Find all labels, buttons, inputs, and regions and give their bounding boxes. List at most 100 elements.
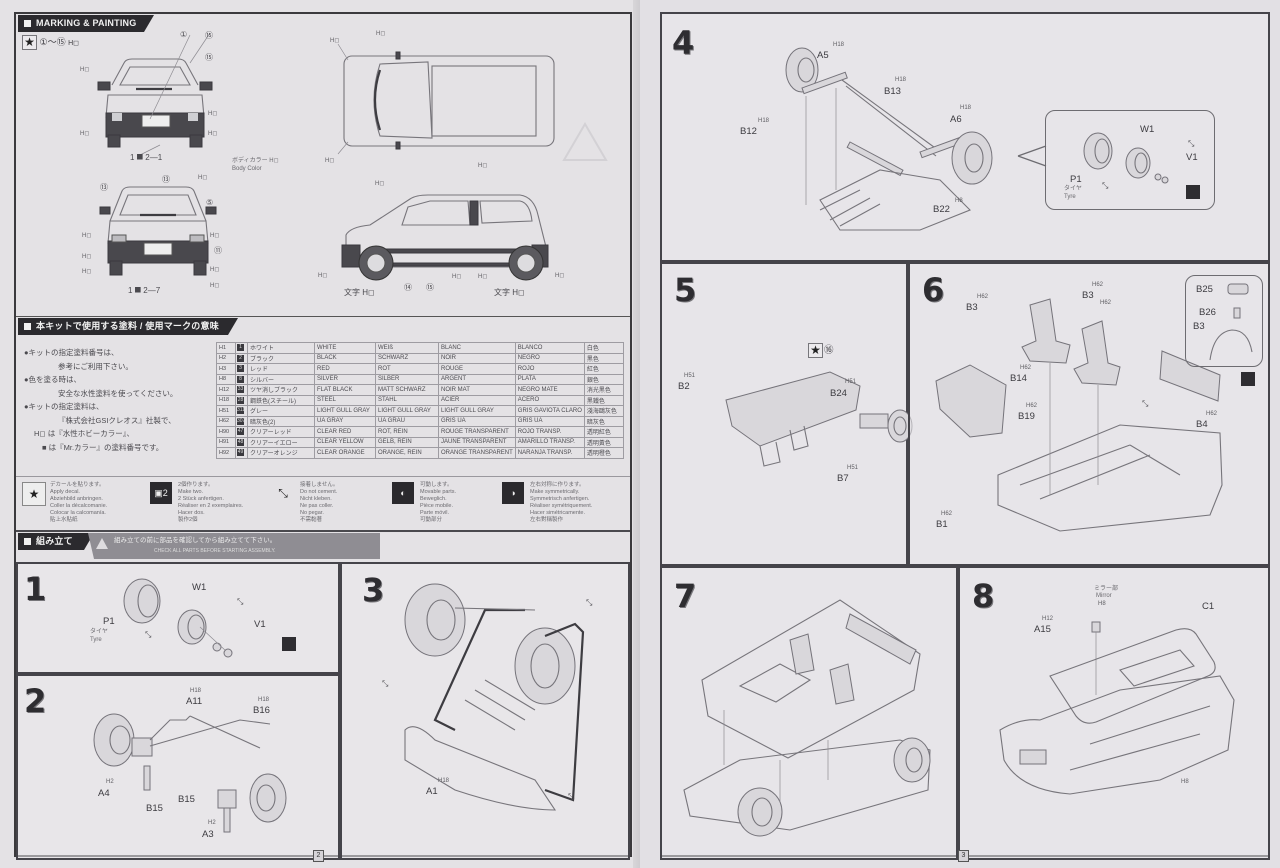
paint-es-cell: NEGRO <box>514 352 585 364</box>
letter-decal-label: 文字 H◻ <box>494 288 525 297</box>
paint-es-cell: GRIS GAVIOTA CLARO <box>514 405 585 417</box>
hub <box>109 725 131 755</box>
legend-text-line: 2 Stück anfertigen. <box>178 496 224 502</box>
part-label: B15 <box>178 794 195 805</box>
paint-tag: H62 <box>941 511 953 517</box>
license-plate <box>143 242 173 256</box>
left-taillight <box>111 234 127 243</box>
paint-zh-cell: 黑鐵色 <box>583 394 624 406</box>
part-label: B26 <box>1199 307 1216 318</box>
hub <box>964 143 984 173</box>
rear-hub <box>905 747 923 773</box>
paint-code-cell: H3 <box>216 363 236 375</box>
paint-swatch-cell: 3 <box>235 363 248 375</box>
part-label: A6 <box>950 114 962 125</box>
part-label: P1 <box>103 616 115 627</box>
front-hub <box>751 797 773 827</box>
left-right-icon: ◑ <box>502 482 524 504</box>
left-page: MARKING & PAINTING ★ ①〜⑮ H◻ ① ⑮ ⑮ H◻ H◻ … <box>14 12 632 862</box>
paint-jp-cell: レッド <box>247 363 315 375</box>
legend-text-line: 可動部分 <box>420 517 443 523</box>
seat <box>829 663 855 705</box>
paint-tag: H8 <box>1098 601 1106 607</box>
leader-line <box>149 34 191 120</box>
paint-zh-cell: 消光黑色 <box>583 384 624 396</box>
callout-wheel-drawing <box>1083 132 1169 184</box>
paint-de-cell: ROT <box>375 363 439 375</box>
paint-code-cell: H12 <box>216 384 236 396</box>
no-glue-icon: ⤡ <box>1188 139 1195 148</box>
headrest-post <box>1233 307 1241 319</box>
paint-code-cell: H92 <box>216 447 236 459</box>
mr-color-number: 1 <box>237 344 244 352</box>
letter-decal-label: 文字 H◻ <box>344 288 375 297</box>
paint-tag: H12 <box>1042 616 1054 622</box>
left-headlight <box>112 113 122 121</box>
paint-fr-cell: GRIS UA <box>438 415 516 427</box>
note-line: 安全な水性塗料を使ってください。 <box>58 388 178 398</box>
part-label: B3 <box>1193 321 1205 332</box>
paint-fr-cell: ORANGE TRANSPARENT <box>438 447 516 459</box>
paint-swatch-cell: 47 <box>235 426 248 438</box>
make-two-icon <box>1241 372 1255 386</box>
axle-beam-lower <box>845 85 937 157</box>
paint-tag: H◻ <box>208 131 218 137</box>
decal-range: ①〜⑮ <box>39 37 66 47</box>
part-label: A15 <box>1034 624 1051 635</box>
paint-tag: H18 <box>895 77 907 83</box>
paint-jp-cell: ホワイト <box>247 342 315 354</box>
paint-fr-cell: NOIR <box>438 352 516 364</box>
step-6-interior-drawing <box>935 298 1223 532</box>
mr-color-number: 3 <box>237 365 244 373</box>
legend-item: ◑左右対称に作ります。Make symmetrically.Symmetrisc… <box>502 482 592 524</box>
wheel-inner <box>187 614 205 640</box>
car-front-view-drawing <box>97 32 213 156</box>
headrest <box>1227 283 1249 295</box>
step-6-headrest-callout <box>1185 275 1263 367</box>
callout-pointer <box>1017 145 1047 167</box>
legend-text-line: Parte móvil. <box>420 510 450 516</box>
paint-fr-cell: LIGHT GULL GRAY <box>438 405 516 417</box>
knuckle-right <box>217 789 237 809</box>
paint-en-cell: CLEAR YELLOW <box>314 436 376 448</box>
paint-de-cell: WEIß <box>375 342 439 354</box>
guide-line <box>199 626 227 652</box>
legend-text-line: No pegar. <box>300 510 324 516</box>
wheel <box>1125 147 1151 179</box>
paint-en-cell: WHITE <box>314 342 376 354</box>
paint-tag: H◻ <box>376 31 386 37</box>
paint-tag: H18 <box>258 697 270 703</box>
warning-text-en: CHECK ALL PARTS BEFORE STARTING ASSEMBLY… <box>154 548 276 554</box>
decal-paint: H◻ <box>68 40 79 47</box>
paint-code-cell: H8 <box>216 373 236 385</box>
frame-rail <box>544 622 585 802</box>
mr-color-number: 33 <box>237 386 244 394</box>
paint-jp-cell: ブラック <box>247 352 315 364</box>
paint-tag: H◻ <box>478 274 488 280</box>
part-label: B12 <box>740 126 757 137</box>
rear-wheel <box>893 737 931 783</box>
steering-hub <box>893 416 907 436</box>
paint-code-cell: H51 <box>216 405 236 417</box>
decal-sheet-ref: 1 ⯀ 2―1 <box>130 153 163 162</box>
axle-beam <box>841 79 939 151</box>
paint-de-cell: SCHWARZ <box>375 352 439 364</box>
part-label: B25 <box>1196 284 1213 295</box>
paint-zh-cell: 透明橙色 <box>583 447 624 459</box>
paint-zh-cell: 白色 <box>583 342 624 354</box>
legend-text-line: Nicht kleben. <box>300 496 332 502</box>
paint-es-cell: NEGRO MATE <box>514 384 585 396</box>
mr-color-number: 2 <box>237 354 244 362</box>
paint-tag: H18 <box>833 42 845 48</box>
legend-text-line: Abziehbild anbringen. <box>50 496 103 502</box>
paint-tag: H62 <box>1100 300 1112 306</box>
paint-tag: H◻ <box>478 163 488 169</box>
rear-window <box>479 200 533 224</box>
legend-text-line: Symmetrisch anfertigen. <box>530 496 590 502</box>
paint-swatch-cell: 28 <box>235 394 248 406</box>
decal-number: ⑮ <box>205 31 213 40</box>
paint-swatch-cell: 33 <box>235 384 248 396</box>
